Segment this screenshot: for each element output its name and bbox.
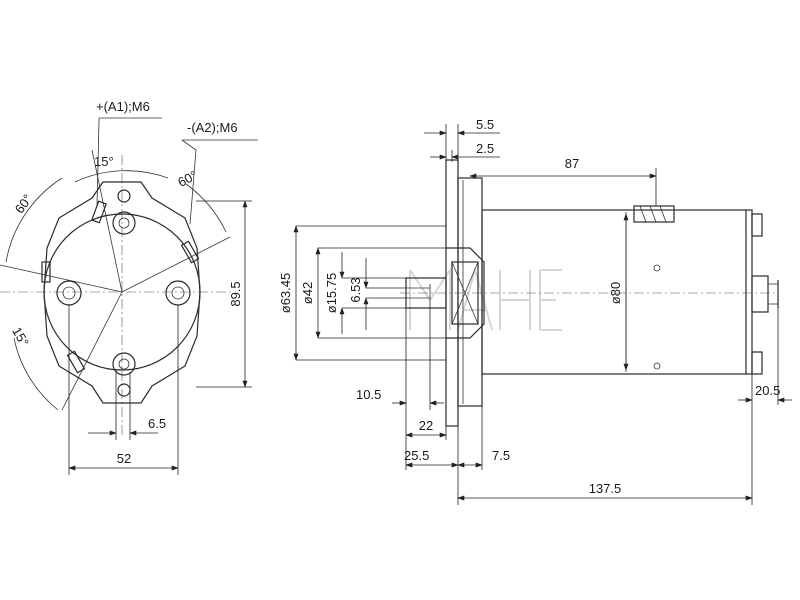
- right-angle-arc: [185, 183, 227, 233]
- brush-slot-right: [180, 240, 200, 264]
- leader-a1: [96, 118, 100, 206]
- terminal-a2-label: -(A2);M6: [187, 120, 238, 135]
- pilot-boss: [446, 247, 485, 339]
- dia-bearing-label: ø15.75: [324, 273, 339, 313]
- left-terminal-stud: [56, 280, 82, 306]
- end-stud-bottom: [751, 351, 763, 375]
- overall-length-label: 137.5: [589, 481, 622, 496]
- terminal-a1-label: +(A1);M6: [96, 99, 150, 114]
- front-view: [0, 117, 258, 475]
- end-stud-top: [751, 213, 763, 237]
- terminal-block-hatch: [639, 205, 667, 223]
- end-terminal-nut: [751, 275, 769, 313]
- terminal-block-top: [633, 205, 675, 223]
- leader-a2: [181, 139, 197, 225]
- height-dimension-label: 89.5: [228, 281, 243, 306]
- dia-pilot-outer-label: ø63.45: [278, 273, 293, 313]
- dia-pilot-label: ø42: [300, 282, 315, 304]
- radial-line-top: [91, 149, 123, 293]
- bearing-housing: [451, 261, 479, 325]
- shaft: [405, 277, 447, 309]
- radial-line-left: [0, 264, 123, 293]
- left-angle-arc: [5, 177, 63, 263]
- flange-plate-outline: [43, 181, 201, 404]
- mount-hole-lower: [653, 362, 661, 370]
- top-angle-arc: [74, 170, 169, 183]
- side-view: [293, 124, 792, 505]
- flange-to-body-label: 7.5: [492, 448, 510, 463]
- angle-bottom-left-label: 15°: [9, 324, 32, 349]
- brush-slot-top: [91, 200, 107, 224]
- dia-body-label: ø80: [608, 282, 623, 304]
- shaft-length-label: 22: [419, 418, 433, 433]
- angle-left-label: 60°: [12, 191, 36, 216]
- radial-line-right: [121, 236, 231, 293]
- stud-length-label: 20.5: [755, 383, 780, 398]
- radial-line-bottom-left: [61, 291, 123, 411]
- flange-thickness-label: 5.5: [476, 117, 494, 132]
- terminal-position-label: 87: [565, 156, 579, 171]
- width-dimension-label: 52: [117, 451, 131, 466]
- shaft-key-label: 6.53: [348, 277, 363, 302]
- mount-hole-upper: [653, 264, 661, 272]
- brush-slot-bottom: [66, 350, 86, 374]
- angle-top-right-label: 60°: [175, 167, 199, 189]
- flange-offset-label: 2.5: [476, 141, 494, 156]
- shaft-total-label: 25.5: [404, 448, 429, 463]
- angle-top-label: 15°: [94, 154, 114, 169]
- hole-offset-label: 6.5: [148, 416, 166, 431]
- shaft-tip-label: 10.5: [356, 387, 381, 402]
- watermark: [409, 266, 562, 331]
- bearing-cross: [451, 261, 479, 325]
- bottom-left-angle-arc: [13, 337, 59, 411]
- brush-slot-left: [41, 261, 51, 283]
- top-bolt: [112, 189, 136, 235]
- right-terminal-stud: [165, 280, 191, 306]
